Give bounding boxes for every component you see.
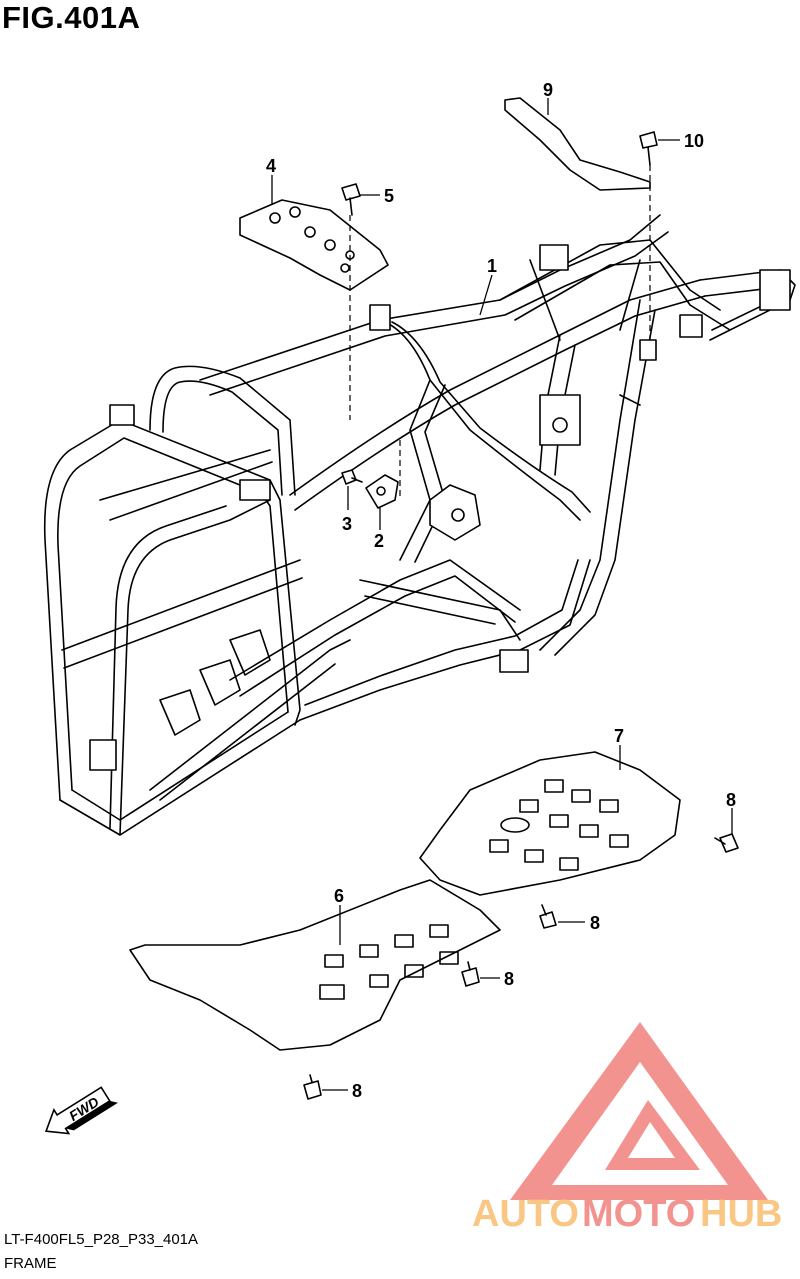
- bolt-part-3: [341, 469, 363, 485]
- callout-8-a: 8: [726, 790, 736, 810]
- figure-code: LT-F400FL5_P28_P33_401A: [4, 1231, 199, 1248]
- callout-10: 10: [684, 131, 704, 151]
- callout-8-c: 8: [504, 969, 514, 989]
- fwd-arrow: FWD: [44, 1086, 118, 1135]
- watermark-logo: AUTO MOTO HUB: [472, 1022, 782, 1235]
- leader-lines: [271, 98, 733, 1091]
- callout-4: 4: [266, 156, 276, 176]
- watermark-text-auto: AUTO: [472, 1193, 579, 1235]
- figure-name: FRAME: [4, 1255, 57, 1272]
- bolt-part-8-a: [714, 833, 739, 853]
- bolt-part-5: [341, 183, 361, 216]
- front-skid-plate: [129, 879, 501, 1051]
- callout-2: 2: [374, 531, 384, 551]
- rear-bracket: [504, 97, 651, 191]
- callout-1: 1: [487, 256, 497, 276]
- callout-8-b: 8: [590, 913, 600, 933]
- callout-6: 6: [334, 886, 344, 906]
- rear-skid-plate: [419, 751, 681, 896]
- callout-9: 9: [543, 80, 553, 100]
- watermark-text-moto: MOTO: [582, 1193, 695, 1235]
- bolt-part-8-d: [303, 1074, 322, 1100]
- main-frame: [43, 214, 796, 836]
- figure-title: FIG.401A: [2, 0, 141, 35]
- frame-plate: [365, 474, 399, 509]
- assembly-lines: [349, 165, 651, 500]
- bolt-part-10: [639, 131, 658, 166]
- bolt-part-8-b: [539, 904, 557, 929]
- callout-8-d: 8: [352, 1081, 362, 1101]
- callout-5: 5: [384, 186, 394, 206]
- bolt-part-8-c: [461, 961, 480, 987]
- callout-3: 3: [342, 514, 352, 534]
- callout-7: 7: [614, 726, 624, 746]
- mounting-bracket: [239, 199, 389, 291]
- callout-numbers: 1 2 3 4 5 6 7 8 8 8 8 9 10: [266, 80, 736, 1101]
- watermark-text-hub: HUB: [700, 1193, 782, 1235]
